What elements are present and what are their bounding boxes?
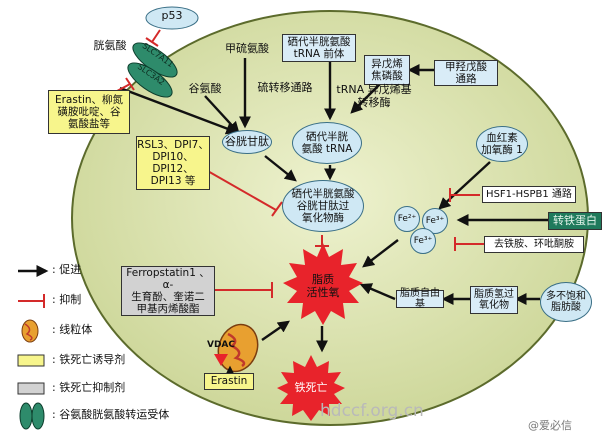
- legend-transporter-icon: [19, 402, 45, 430]
- promote-arrows: [119, 58, 548, 378]
- trna-ipt-label: tRNA 异戊烯基 转移酶: [336, 83, 412, 109]
- legend-promote-text: : 促进: [52, 263, 82, 276]
- ferroptosis-burst: [277, 355, 345, 421]
- lipid-ros-burst: [283, 243, 363, 325]
- heme-oxygenase-node: 血红素 加氧酶 1: [476, 126, 528, 162]
- watermark-site: hdccf.org.cn: [320, 401, 424, 421]
- iron-chelators-box: 去铁胺、环吡酮胺: [484, 236, 584, 253]
- methionine-label: 甲硫氨酸: [225, 42, 269, 55]
- sec-trna-precursor-box: 硒代半胱氨酸 tRNA 前体: [282, 34, 356, 62]
- legend-inhibitor-text: : 铁死亡抑制剂: [52, 381, 126, 394]
- hsf1-box: HSF1-HSPB1 通路: [482, 186, 576, 203]
- p53-node: [145, 6, 199, 30]
- transporter-icon: [127, 42, 178, 98]
- glutathione-node: 谷胱甘肽: [222, 130, 272, 154]
- lipid-radical-box: 脂质自由基: [396, 288, 444, 310]
- fe2-node: Fe²⁺: [394, 206, 420, 232]
- legend-inhibit-text: : 抑制: [52, 293, 82, 306]
- mevalonate-box: 甲羟戊酸 通路: [434, 60, 498, 86]
- ferrostatin-inhibitor-box: Ferropstatin1 、α- 生育酚、奎诺二 甲基丙烯酸酯: [121, 266, 215, 316]
- legend-transporter-text: : 谷氨酸胱氨酸转运受体: [52, 408, 170, 421]
- p53-label: p53: [161, 9, 183, 22]
- pufa-node: 多不饱和 脂肪酸: [540, 282, 592, 322]
- legend-mitochondrion-text: : 线粒体: [52, 323, 93, 336]
- transsulfuration-label: 硫转移通路: [257, 81, 313, 94]
- legend-mitochondrion-icon: [21, 319, 39, 343]
- fe3b-node: Fe³⁺: [410, 228, 436, 254]
- watermark-brand: @爱必信: [528, 419, 572, 432]
- erastin-box: Erastin: [204, 373, 254, 390]
- vdac-icon: [214, 354, 228, 366]
- ipp-box: 异戊烯 焦磷酸: [364, 55, 410, 85]
- legend-yellow-box-icon: [17, 354, 45, 367]
- cystine-label: 胱氨酸: [93, 39, 127, 52]
- legend-inducer-text: : 铁死亡诱导剂: [52, 353, 126, 366]
- ferroptosis-label: 铁死亡: [294, 381, 328, 394]
- vdac-label: VDAC: [206, 340, 235, 350]
- rsl3-inducer-box: RSL3、DPI7、 DPI10、 DPI12、 DPI13 等: [136, 136, 210, 190]
- gpx4-node: 硒代半胱氨酸 谷胱甘肽过 氧化物酶: [282, 180, 364, 232]
- erastin-inducer-box: Erastin、柳氮 磺胺吡啶、谷 氨酸盐等: [48, 90, 130, 134]
- lipid-ros-label: 脂质 活性氧: [306, 273, 340, 299]
- glutamate-label: 谷氨酸: [188, 82, 222, 95]
- sec-trna-node: 硒代半胱 氨酸 tRNA: [292, 122, 362, 164]
- transferrin-box: 转铁蛋白: [548, 212, 602, 230]
- lipid-peroxide-box: 脂质氢过 氧化物: [470, 286, 518, 314]
- legend-gray-box-icon: [17, 382, 45, 395]
- legend-inhibit-icon: [18, 294, 45, 308]
